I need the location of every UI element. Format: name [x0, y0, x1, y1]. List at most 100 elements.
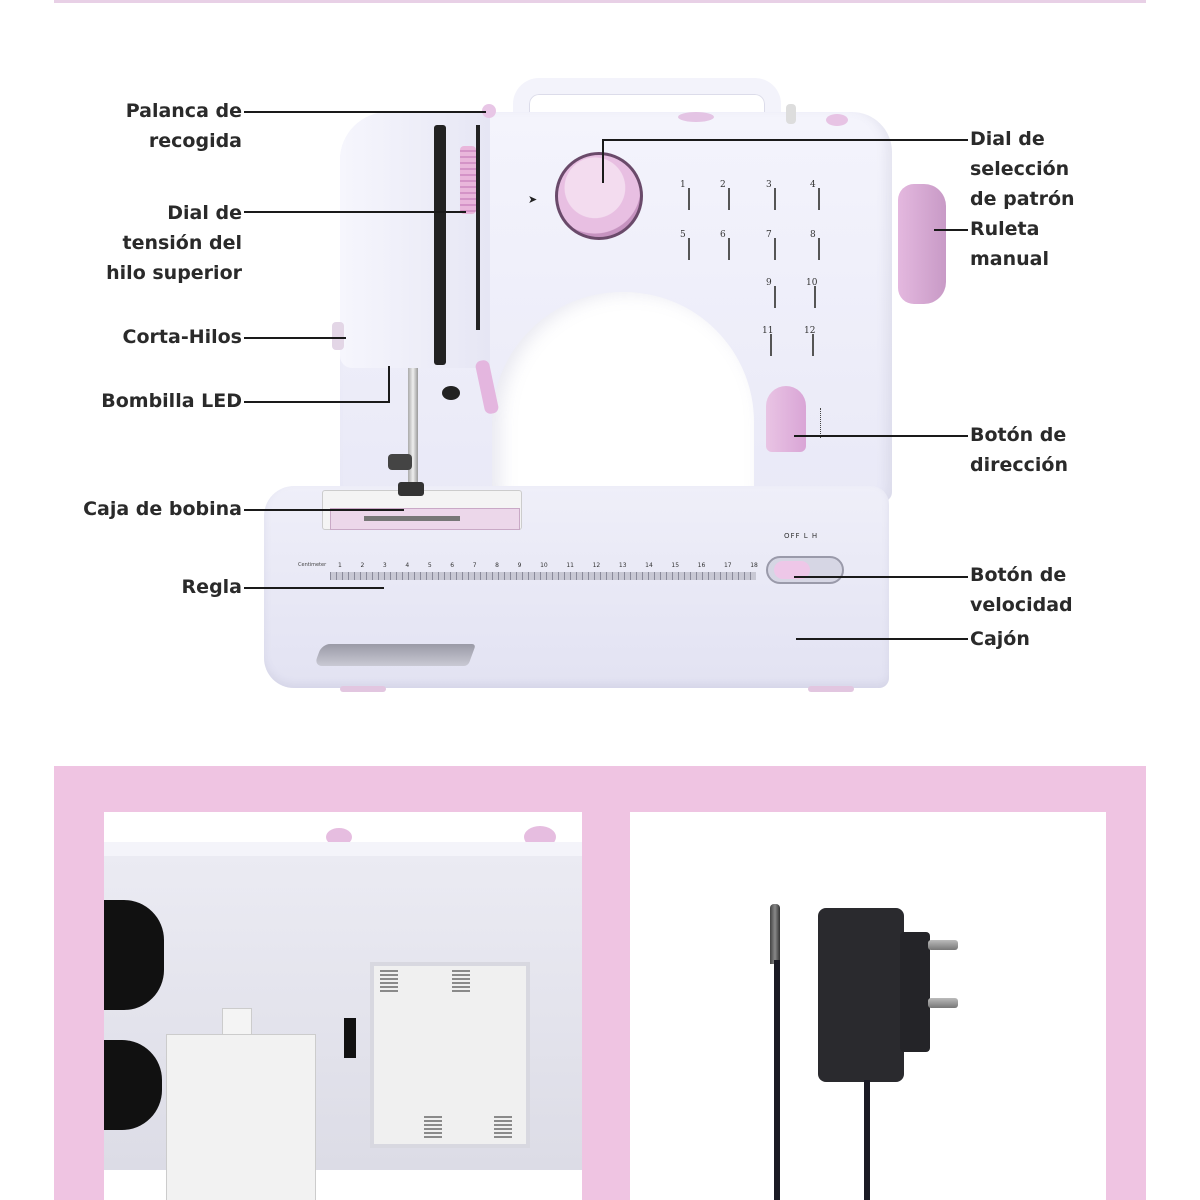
- ruler-number: 16: [697, 562, 706, 569]
- bobbin-winder: [826, 114, 848, 126]
- ruler-number: 11: [566, 562, 574, 569]
- stitch-8: 8: [810, 230, 820, 260]
- stitch-2: 2: [720, 180, 730, 210]
- ruler-number: 5: [427, 562, 432, 569]
- take-up-lever-knob: [482, 104, 496, 118]
- ruler-scale: [330, 572, 756, 580]
- callout-regla: Regla: [181, 576, 242, 598]
- ruler: Centimeter 1 2 3 4 5 6 7 8 9 10 11 12 13…: [298, 560, 758, 584]
- leader-line: [794, 435, 968, 437]
- pointer-arrow-icon: ➤: [528, 193, 538, 206]
- ruler-number: 1: [338, 562, 342, 569]
- base-opening: [104, 1040, 162, 1130]
- battery-spring: [452, 970, 470, 992]
- base-opening: [104, 900, 164, 1010]
- leader-line: [244, 401, 390, 403]
- stitch-10: 10: [806, 278, 817, 308]
- bobbin-slot: [364, 516, 460, 521]
- machine-foot-right: [808, 686, 854, 692]
- leader-line: [244, 337, 346, 339]
- dc-plug: [770, 904, 780, 964]
- tension-dial: [460, 146, 476, 214]
- ruler-number: 8: [495, 562, 499, 569]
- battery-cover: [166, 1034, 316, 1200]
- stitch-pattern-chart: 1 2 3 4 5 6 7 8 9 10 11 12: [678, 178, 838, 368]
- adapter-body: [818, 908, 904, 1082]
- battery-compartment: [370, 962, 530, 1148]
- leader-line: [244, 509, 404, 511]
- machine-knob: [326, 828, 352, 846]
- ruler-label: Centimeter: [298, 562, 327, 568]
- leader-line: [602, 139, 968, 141]
- machine-top-edge: [104, 842, 582, 858]
- stitch-1: 1: [680, 180, 690, 210]
- reverse-button: [766, 386, 806, 452]
- stitch-4: 4: [810, 180, 820, 210]
- ruler-number: 18: [750, 562, 758, 569]
- leader-line: [602, 139, 604, 183]
- ruler-number: 14: [645, 562, 653, 569]
- handwheel: [898, 184, 946, 304]
- adapter-plug-base: [900, 932, 930, 1052]
- ruler-number: 2: [360, 562, 365, 569]
- drawer-handle: [313, 644, 477, 666]
- battery-spring: [494, 1116, 512, 1138]
- leader-line: [388, 366, 390, 403]
- speed-switch: [766, 556, 844, 584]
- power-adapter-photo: [630, 812, 1106, 1200]
- needle-clamp-screw: [442, 386, 460, 400]
- top-divider: [54, 0, 1146, 3]
- ruler-number: 7: [472, 562, 477, 569]
- leader-line: [934, 229, 968, 231]
- ruler-number: 4: [405, 562, 410, 569]
- stitch-9: 9: [766, 278, 776, 308]
- leader-line: [244, 211, 466, 213]
- thread-cutter: [332, 322, 344, 350]
- stitch-7: 7: [766, 230, 776, 260]
- battery-latch: [344, 1018, 356, 1058]
- thread-guide-line: [476, 125, 480, 330]
- ruler-number: 10: [540, 562, 548, 569]
- presser-foot: [388, 454, 412, 470]
- stitch-6: 6: [720, 230, 730, 260]
- stitch-11: 11: [762, 326, 773, 356]
- callout-bombilla: Bombilla LED: [101, 390, 242, 412]
- presser-foot-base: [398, 482, 424, 496]
- leader-line: [796, 638, 968, 640]
- cover-tab: [222, 1008, 252, 1036]
- ruler-number: 9: [517, 562, 522, 569]
- pattern-dial: [555, 152, 643, 240]
- adapter-cable: [774, 960, 780, 1200]
- callout-cortahilos: Corta-Hilos: [122, 326, 242, 348]
- callout-cajon: Cajón: [970, 628, 1030, 650]
- ruler-number: 12: [592, 562, 601, 569]
- plug-pin: [928, 998, 958, 1008]
- stitch-3: 3: [766, 180, 776, 210]
- leader-line: [244, 587, 384, 589]
- ruler-number: 3: [382, 562, 387, 569]
- needle-bar: [408, 368, 418, 486]
- thread-guide-strip: [434, 125, 446, 365]
- stitch-5: 5: [680, 230, 690, 260]
- ruler-number: 17: [723, 562, 732, 569]
- ruler-number: 6: [450, 562, 455, 569]
- ruler-number: 15: [671, 562, 680, 569]
- callout-bobina: Caja de bobina: [83, 498, 242, 520]
- ruler-number: 13: [618, 562, 627, 569]
- leader-line: [794, 576, 968, 578]
- reverse-icon: [820, 408, 830, 438]
- stitch-12: 12: [804, 326, 815, 356]
- speed-switch-knob: [774, 561, 810, 579]
- adapter-cord: [864, 1080, 870, 1200]
- spool-pin-2: [786, 104, 796, 124]
- battery-spring: [380, 970, 398, 992]
- speed-switch-label: OFF L H: [784, 532, 819, 540]
- leader-line: [244, 111, 486, 113]
- machine-foot-left: [340, 686, 386, 692]
- ruler-numbers: 1 2 3 4 5 6 7 8 9 10 11 12 13 14 15 16 1…: [338, 562, 758, 569]
